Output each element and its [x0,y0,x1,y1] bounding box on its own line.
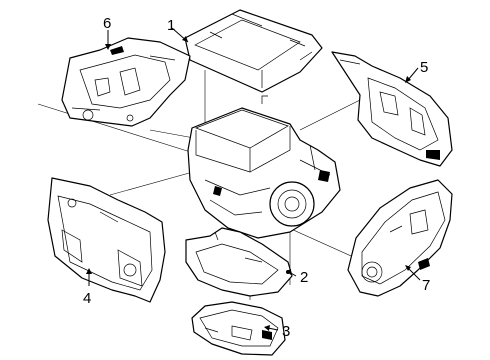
part-7-right-lower-shield [347,179,453,297]
callout-5: 5 [420,59,428,76]
part-3-skid-plate [191,301,286,356]
callout-4: 4 [83,290,91,307]
callout-arrows [86,27,421,331]
callout-1: 1 [167,17,175,34]
callout-3: 3 [282,323,290,340]
part-5-right-shield [331,51,453,167]
callout-7: 7 [422,277,430,294]
part-1-top-cover [184,9,323,93]
part-4-left-lower-shield [47,177,166,303]
callout-2: 2 [300,269,308,286]
part-6-upper-left-shield [61,37,191,127]
part-motor-assembly [187,95,341,239]
callout-6: 6 [103,15,111,32]
part-2-lower-bracket [185,227,293,297]
